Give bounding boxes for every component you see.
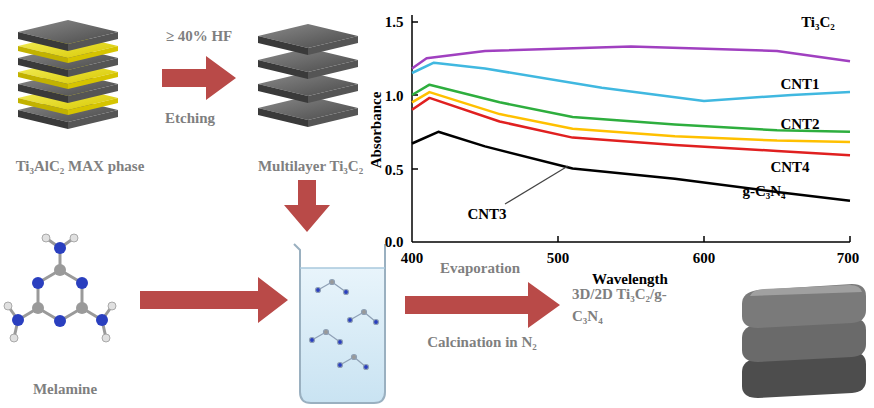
tick-label: 0.5 xyxy=(385,162,404,179)
curve-label: CNT4 xyxy=(770,159,809,176)
beaker xyxy=(294,244,385,403)
step-label: Calcination in N₂ xyxy=(427,334,537,351)
flow-arrow xyxy=(140,277,288,323)
tick-label: 600 xyxy=(693,250,716,267)
absorbance-curve xyxy=(412,132,850,201)
caption: Multilayer Ti₃C₂ xyxy=(240,158,381,175)
curve-label: CNT2 xyxy=(780,116,819,133)
caption: 3D/2D Ti₃C₂/g-C₃N₄ xyxy=(572,284,684,328)
absorbance-curve xyxy=(412,47,850,69)
axis-title: Wavelength xyxy=(592,271,668,288)
tick-label: 400 xyxy=(401,250,424,267)
edge-label: ≥ 40% HF xyxy=(166,28,233,45)
absorbance-curve xyxy=(412,92,850,142)
melamine-molecule xyxy=(8,238,112,338)
tick-label: 700 xyxy=(837,250,860,267)
axis-title: Absorbance xyxy=(368,92,385,169)
caption: Melamine xyxy=(2,381,128,398)
product-stack xyxy=(742,284,866,398)
illustration-group: Multilayer Ti₃C₂ xyxy=(240,15,381,175)
melamine-atoms xyxy=(4,234,116,342)
illustration-group: Ti₃AlC₂ MAX phase xyxy=(2,15,158,175)
tick-label: 500 xyxy=(547,250,570,267)
flow-arrow xyxy=(405,282,560,328)
curve-label: Ti₃C₂ xyxy=(801,14,835,31)
absorbance-curve xyxy=(412,63,850,101)
flow-arrow xyxy=(284,180,330,232)
chart-axes xyxy=(412,15,850,242)
product-label: 3D/2D Ti₃C₂/g-C₃N₄ xyxy=(572,284,684,328)
flow-arrow xyxy=(162,56,236,100)
curve-label: g-C₃N₄ xyxy=(742,183,785,200)
multilayer-stack xyxy=(258,24,358,127)
absorbance-curves xyxy=(412,47,850,201)
curve-label: CNT1 xyxy=(780,76,819,93)
step-label: Etching xyxy=(165,110,215,127)
tick-label: 1.5 xyxy=(385,14,404,31)
tick-label: 1.0 xyxy=(385,88,404,105)
leader-line xyxy=(505,166,568,204)
curve-label: CNT3 xyxy=(467,206,506,223)
caption: Ti₃AlC₂ MAX phase xyxy=(2,158,158,175)
tick-label: 0.0 xyxy=(385,234,404,251)
max-phase-stack xyxy=(18,20,118,129)
illustration-group: Melamine xyxy=(2,232,128,398)
absorbance-curve xyxy=(412,98,850,155)
step-label: Evaporation xyxy=(440,260,520,277)
